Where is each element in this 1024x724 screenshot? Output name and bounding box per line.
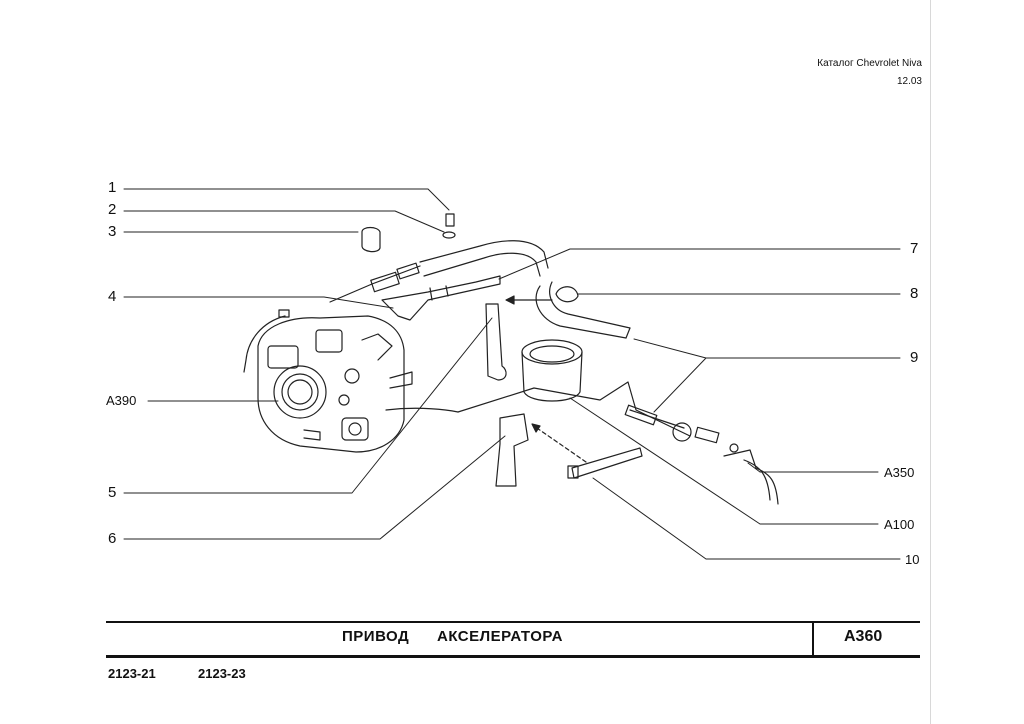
- section-code: A360: [844, 628, 883, 645]
- leader-2: [123, 210, 445, 233]
- model-code-1: 2123-21: [108, 666, 156, 681]
- callout-3: 3: [108, 223, 117, 240]
- clip: [361, 226, 381, 253]
- bracket-6: [495, 413, 529, 487]
- leader-a350: [747, 462, 879, 473]
- title-word-2: АКСЕЛЕРАТОРА: [437, 628, 563, 645]
- catalog-name: Каталог Chevrolet Niva: [817, 58, 922, 69]
- page-edge: [930, 0, 931, 724]
- leader-1: [123, 188, 450, 211]
- callout-4: 4: [108, 288, 117, 305]
- callout-a390: A390: [106, 393, 137, 408]
- callout-a350: A350: [884, 465, 915, 480]
- callout-7: 7: [910, 240, 919, 257]
- cable-tip: [278, 309, 290, 318]
- callout-2: 2: [108, 201, 117, 218]
- leader-lines: [123, 188, 901, 560]
- arrow-10: [533, 425, 587, 463]
- cable-clip: [555, 286, 579, 303]
- leader-4: [123, 296, 394, 309]
- title-bar: ПРИВОД АКСЕЛЕРАТОРА A360: [106, 621, 920, 658]
- cable-bracket: [381, 275, 501, 321]
- bolt: [442, 213, 456, 239]
- sensor-wire: [243, 315, 286, 373]
- model-code-2: 2123-23: [198, 666, 246, 681]
- callout-6: 6: [108, 530, 117, 547]
- callout-10: 10: [905, 552, 920, 567]
- callout-9: 9: [910, 349, 919, 366]
- title-divider: [812, 623, 814, 655]
- callout-a100: A100: [884, 517, 915, 532]
- leader-10: [592, 477, 901, 560]
- bracket-5: [485, 303, 507, 381]
- leader-9b: [653, 357, 707, 413]
- callout-5: 5: [108, 484, 117, 501]
- accelerator-cable: [329, 240, 631, 339]
- cable-end: [624, 404, 779, 505]
- callout-1: 1: [108, 179, 117, 196]
- callout-8: 8: [910, 285, 919, 302]
- intake-collar: [521, 339, 583, 402]
- leader-5: [123, 317, 493, 494]
- throttle-body: [257, 315, 413, 453]
- body-panel: [457, 381, 691, 437]
- tie-strap: [571, 447, 643, 479]
- leader-6: [123, 435, 506, 540]
- catalog-date: 12.03: [896, 76, 922, 87]
- leader-9a: [633, 338, 901, 359]
- title-word-1: ПРИВОД: [342, 628, 410, 645]
- leader-a100: [569, 397, 879, 525]
- leader-7: [498, 248, 901, 280]
